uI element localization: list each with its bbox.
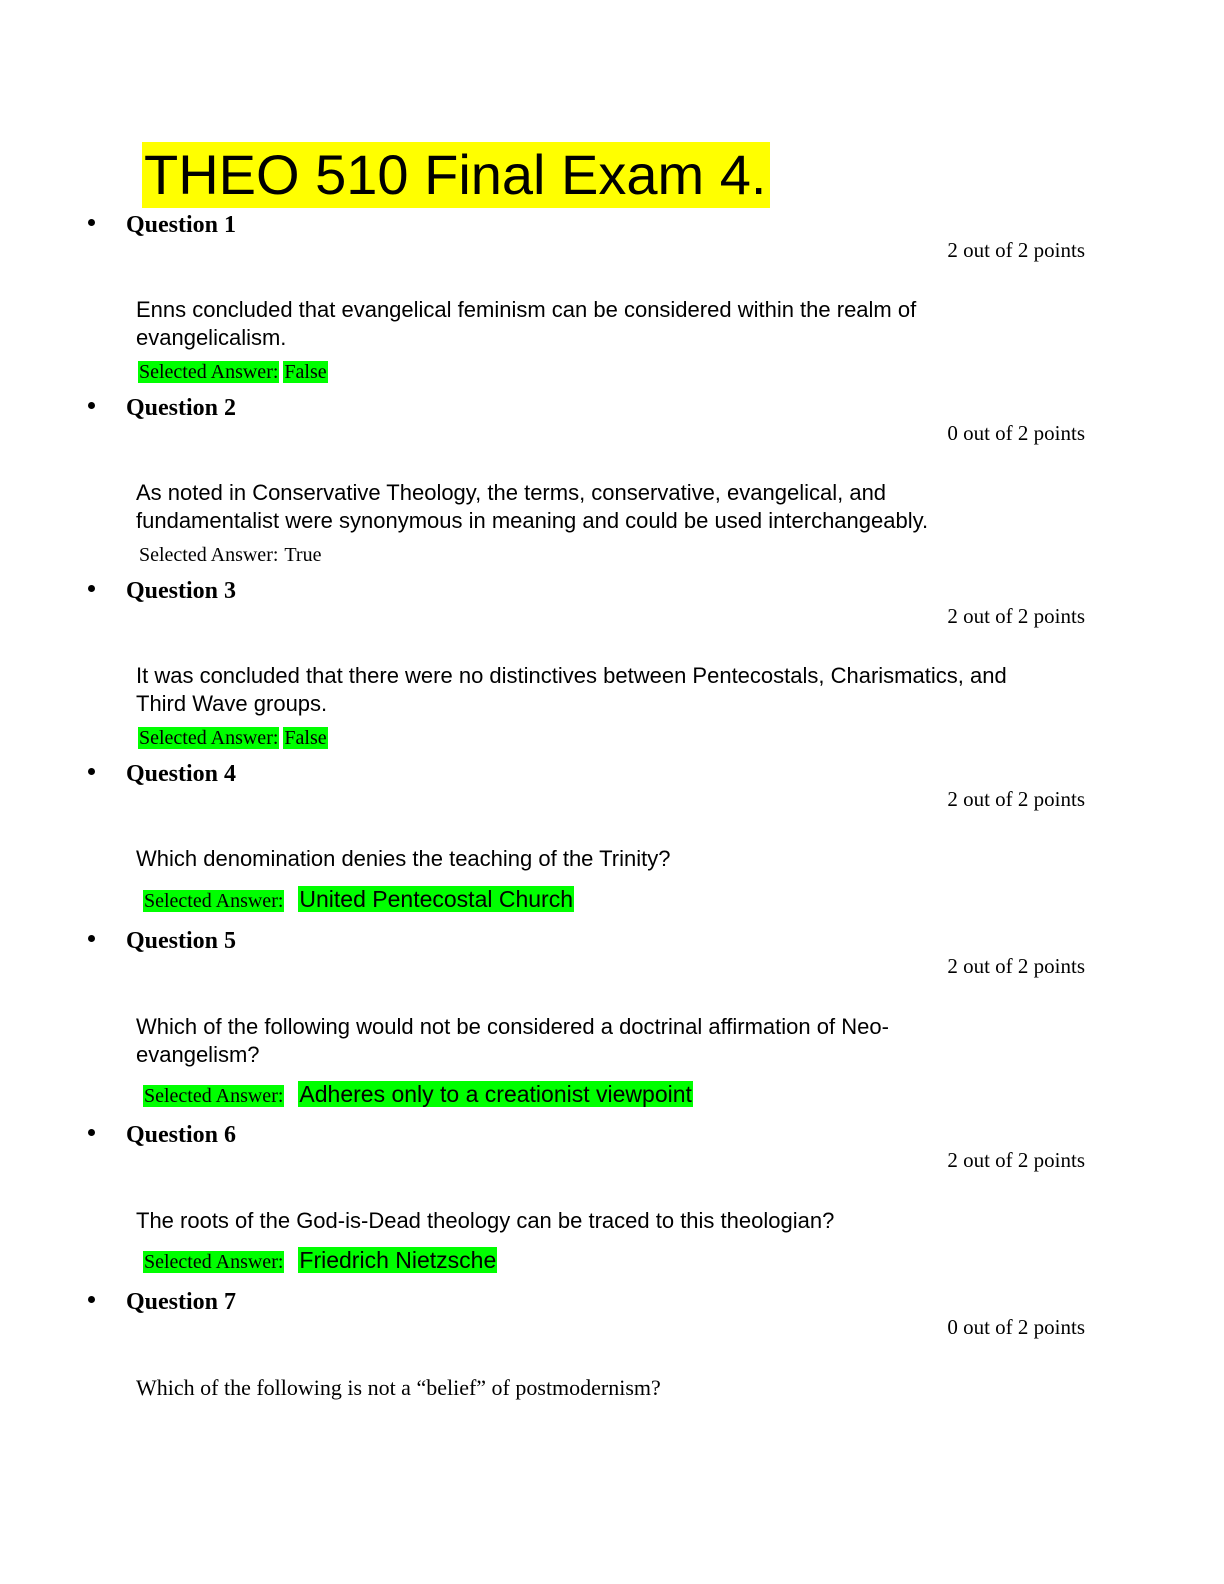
bullet-icon [88,768,95,775]
question-label: Question 1 [126,212,237,238]
question-label: Question 3 [126,578,237,604]
question-label: Question 6 [126,1122,237,1148]
question-label: Question 2 [126,395,237,421]
selected-answer: Selected Answer: Adheres only to a creat… [143,1080,693,1108]
bullet-icon [88,585,95,592]
bullet-icon [88,1129,95,1136]
selected-answer-label: Selected Answer: [138,727,280,749]
selected-answer-value: Friedrich Nietzsche [298,1247,498,1273]
selected-answer: Selected Answer: True [138,543,322,567]
question-text: Which denomination denies the teaching o… [136,846,671,871]
selected-answer: Selected Answer: United Pentecostal Chur… [143,885,575,913]
selected-answer-value: False [283,361,328,383]
question-label: Question 5 [126,928,237,954]
question-text: Which of the following is not a “belief”… [136,1375,661,1400]
selected-answer-value: Adheres only to a creationist viewpoint [298,1081,693,1107]
selected-answer-label: Selected Answer: [143,890,285,912]
selected-answer-value: United Pentecostal Church [298,886,575,912]
question-label: Question 7 [126,1289,237,1315]
question-label: Question 4 [126,761,237,787]
question-score: 2 out of 2 points [947,787,1085,811]
bullet-icon [88,1296,95,1303]
selected-answer: Selected Answer: False [138,726,328,750]
question-text: Enns concluded that evangelical feminism… [136,297,917,350]
question-score: 2 out of 2 points [947,1148,1085,1172]
question-text: Which of the following would not be cons… [136,1014,889,1067]
question-score: 0 out of 2 points [947,1315,1085,1339]
bullet-icon [88,219,95,226]
bullet-icon [88,402,95,409]
selected-answer: Selected Answer: False [138,360,328,384]
question-text: The roots of the God-is-Dead theology ca… [136,1208,835,1233]
question-score: 2 out of 2 points [947,238,1085,262]
question-score: 0 out of 2 points [947,421,1085,445]
selected-answer-label: Selected Answer: [139,544,279,566]
question-text: As noted in Conservative Theology, the t… [136,480,929,533]
selected-answer-label: Selected Answer: [143,1085,285,1107]
selected-answer-label: Selected Answer: [143,1251,285,1273]
selected-answer: Selected Answer: Friedrich Nietzsche [143,1246,498,1274]
question-score: 2 out of 2 points [947,954,1085,978]
question-score: 2 out of 2 points [947,604,1085,628]
selected-answer-value: False [283,727,328,749]
bullet-icon [88,935,95,942]
question-text: It was concluded that there were no dist… [136,663,1007,716]
selected-answer-label: Selected Answer: [138,361,280,383]
selected-answer-value: True [284,544,322,566]
page-title: THEO 510 Final Exam 4. [142,142,771,208]
